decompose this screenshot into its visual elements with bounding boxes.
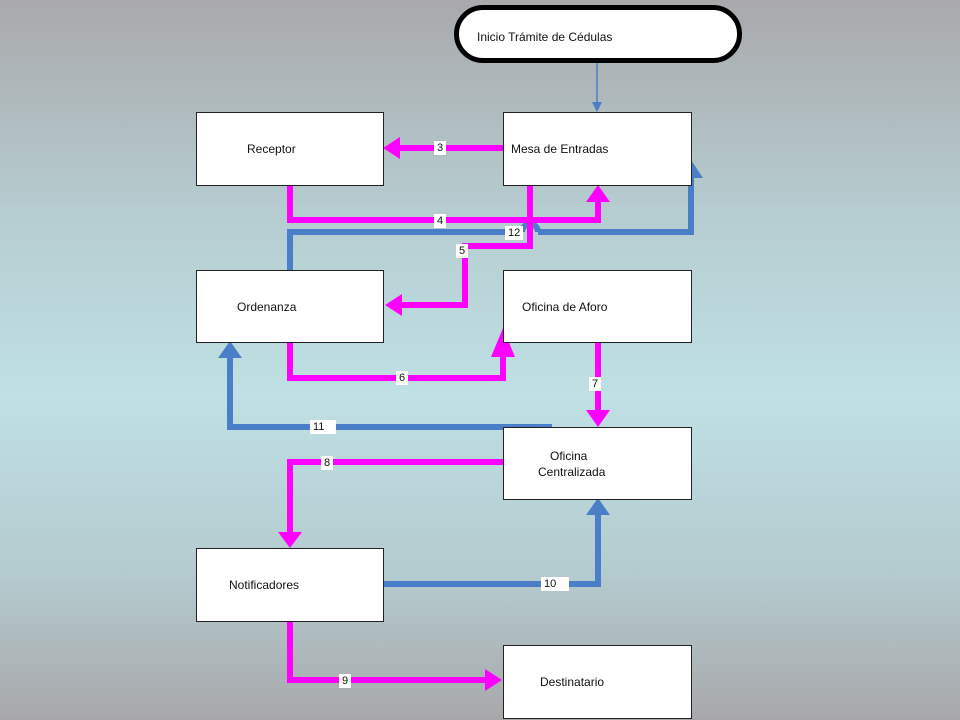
edge-3-label: 3: [434, 141, 447, 155]
edge-9: [287, 621, 487, 683]
edge-11-label: 11: [310, 420, 336, 434]
edge-7-arrowhead: [586, 410, 610, 427]
edge-8: [287, 459, 503, 534]
node-ordenanza-label: Ordenanza: [237, 300, 297, 314]
forward-arrowheads: [278, 137, 610, 691]
edge-11-arrowhead: [218, 341, 242, 358]
node-oficina-centralizada: Oficina Centralizada: [503, 427, 692, 500]
node-oficina-de-aforo: Oficina de Aforo: [503, 270, 692, 343]
node-aforo-label: Oficina de Aforo: [522, 300, 608, 314]
node-centralizada-label-line1: Oficina: [550, 449, 588, 463]
node-receptor: Receptor: [196, 112, 384, 186]
edge-10: [384, 512, 601, 587]
node-notificadores-label: Notificadores: [229, 578, 300, 592]
edge-12-label: 12: [505, 226, 524, 240]
edge-11: [227, 355, 552, 430]
start-node: Inicio Trámite de Cédulas: [454, 5, 742, 63]
edge-4-arrowhead: [586, 185, 610, 202]
edge-12: [287, 175, 694, 270]
node-destinatario: Destinatario: [503, 645, 692, 719]
edge-10-arrowhead: [586, 498, 610, 515]
edge-3-arrowhead: [383, 137, 400, 159]
edge-6-label: 6: [396, 371, 409, 385]
return-connectors: [227, 175, 694, 587]
edge-5-arrowhead: [385, 294, 402, 316]
node-centralizada-label-line2: Centralizada: [538, 465, 606, 479]
node-destinatario-label: Destinatario: [540, 675, 605, 689]
node-ordenanza: Ordenanza: [196, 270, 384, 343]
edge-4-label: 4: [434, 214, 447, 228]
start-node-label: Inicio Trámite de Cédulas: [477, 30, 613, 44]
node-notificadores: Notificadores: [196, 548, 384, 622]
edge-9-arrowhead: [485, 669, 502, 691]
edge-5-label: 5: [456, 244, 469, 258]
edge-8-label: 8: [321, 456, 334, 470]
edge-8-arrowhead: [278, 532, 302, 548]
node-mesa-label: Mesa de Entradas: [511, 142, 609, 156]
node-mesa-de-entradas: Mesa de Entradas: [503, 112, 692, 186]
node-receptor-label: Receptor: [247, 142, 296, 156]
edge-9-label: 9: [339, 674, 352, 688]
edge-7-label: 7: [589, 377, 602, 391]
edge-10-label: 10: [541, 577, 569, 591]
